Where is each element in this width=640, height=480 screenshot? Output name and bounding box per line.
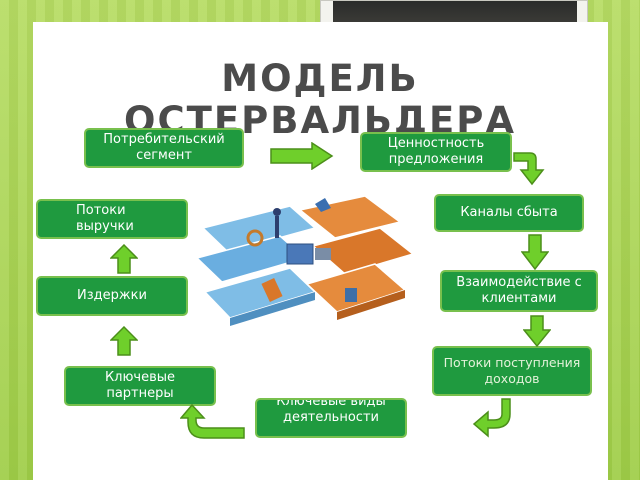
key-activities-box: Ключевые виды деятельности — [255, 398, 407, 438]
revenue-streams-label: Потоки выручки — [76, 203, 134, 234]
arrow-up-icon — [110, 326, 138, 356]
value-proposition-box: Ценностность предложения — [360, 132, 512, 172]
key-partners-label: Ключевые партнеры — [104, 370, 176, 401]
sales-channels-box: Каналы сбыта — [434, 194, 584, 232]
costs-label: Издержки — [77, 288, 147, 303]
customer-interaction-box: Взаимодействие с клиентами — [440, 270, 598, 312]
sales-channels-label: Каналы сбыта — [460, 205, 558, 220]
curved-arrow-down-icon — [513, 152, 545, 186]
income-streams-label: Потоки поступления доходов — [443, 355, 581, 386]
value-proposition-label: Ценностность предложения — [387, 136, 485, 167]
blue-tiles — [195, 205, 317, 326]
consumer-segment-label: Потребительский сегмент — [103, 132, 225, 163]
revenue-streams-box: Потоки выручки — [36, 199, 188, 239]
key-activities-label: Ключевые виды деятельности — [276, 398, 386, 425]
customer-interaction-label: Взаимодействие с клиентами — [456, 275, 582, 306]
arrow-up-icon — [110, 244, 138, 274]
curved-arrow-down-left-icon — [472, 398, 511, 438]
curved-arrow-up-icon — [180, 404, 245, 439]
key-partners-box: Ключевые партнеры — [64, 366, 216, 406]
business-model-illustration — [195, 195, 415, 326]
income-streams-box: Потоки поступления доходов — [432, 346, 592, 396]
consumer-segment-box: Потребительский сегмент — [84, 128, 244, 168]
slide-title: МОДЕЛЬ ОСТЕРВАЛЬДЕРА — [124, 58, 516, 142]
arrow-down-icon — [521, 234, 549, 270]
costs-box: Издержки — [36, 276, 188, 316]
arrow-down-icon — [523, 315, 551, 347]
arrow-right-icon — [270, 142, 334, 170]
